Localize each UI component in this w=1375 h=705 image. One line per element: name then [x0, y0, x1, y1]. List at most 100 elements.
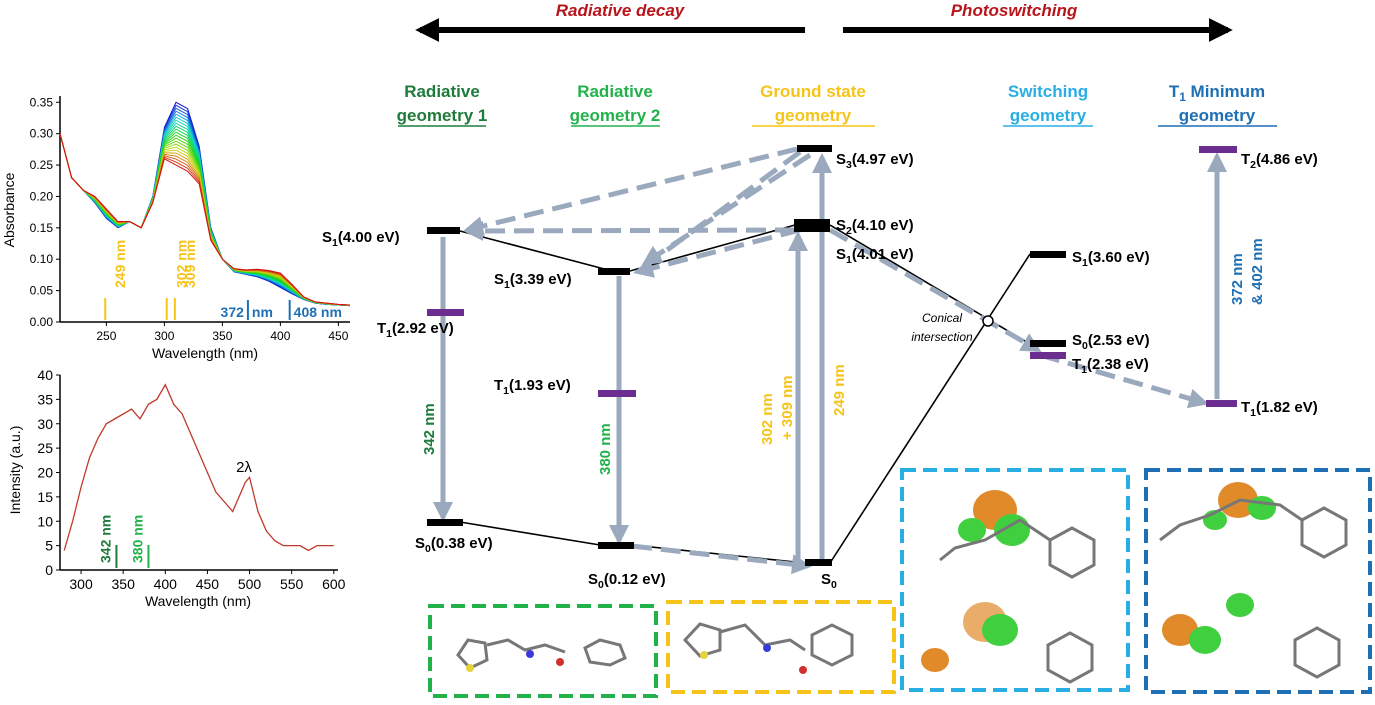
label-sw-s0: S0(2.53 eV) [1072, 332, 1150, 352]
level-rg1-t1 [427, 309, 464, 316]
chain-sw [939, 518, 1051, 562]
em-y-tick-label: 35 [37, 391, 53, 407]
em-x-tick-label: 350 [112, 576, 136, 592]
connector-s1-gs-sw [829, 224, 1031, 345]
connector-s0-rg2-gs [631, 544, 806, 564]
abs-x-tick-label: 450 [328, 329, 348, 343]
level-tm-t1 [1206, 400, 1237, 407]
level-rg1-s0 [427, 519, 463, 526]
em-y-tick-label: 5 [45, 538, 53, 554]
abs-series-line [59, 133, 351, 306]
orbital-tm-5 [1189, 626, 1221, 654]
panel-gs-molecule [666, 600, 896, 694]
panel-tm-molecule [1144, 468, 1372, 694]
phenyl-ring-sw-2 [1046, 631, 1094, 684]
label-sw-t1: T1(2.38 eV) [1072, 356, 1149, 376]
column-titles: Radiative geometry 1 Radiative geometry … [397, 82, 1277, 127]
phenyl-ring-2 [810, 623, 854, 667]
molecule-sketch-tm [1159, 482, 1348, 679]
abs-series-line [59, 131, 351, 306]
connector-s0-gs-sw [829, 253, 1031, 564]
thiophene-ring-1 [456, 638, 489, 670]
em-annotation-2lambda: 2λ [236, 459, 252, 476]
level-sw-s1 [1030, 251, 1066, 258]
abs-x-tick-label: 250 [96, 329, 116, 343]
abs-ylabel: Absorbance [1, 172, 17, 247]
em-marker-label: 380 nm [129, 515, 145, 563]
abs-series-line [59, 128, 351, 306]
orbital-tm-2 [1248, 496, 1276, 520]
label-302nm: 302 nm [759, 393, 776, 445]
molecule-panels [428, 468, 1372, 698]
abs-y-tick-label: 0.00 [30, 315, 54, 329]
level-rg2-t1 [598, 390, 636, 397]
em-y-tick-label: 30 [37, 416, 53, 432]
chain-1 [486, 638, 566, 654]
chain-tm [1159, 498, 1303, 542]
abs-marker-label: 302 nm [174, 240, 190, 288]
label-380nm: 380 nm [597, 423, 614, 475]
level-sw-s0 [1030, 340, 1066, 347]
label-rg2-s1: S1(3.39 eV) [494, 271, 572, 291]
abs-series-line [59, 133, 351, 306]
abs-marker-label: 408 nm [294, 304, 342, 320]
abs-series-line [59, 133, 351, 306]
col-rg1-line1: Radiative [404, 82, 480, 101]
panel-rg2-molecule [428, 604, 658, 698]
em-y-tick-label: 40 [37, 367, 53, 383]
col-tm-line1: T1 Minimum [1169, 82, 1265, 104]
label-372nm: 372 nm [1229, 253, 1246, 305]
relax-s2-to-rg1 [463, 220, 796, 241]
abs-marker-label: nm [252, 304, 273, 320]
header: Radiative decay Photoswitching [415, 1, 1233, 42]
atom-o-2 [799, 666, 807, 674]
atom-s-1 [466, 664, 474, 672]
conical-intersection-point [982, 315, 994, 327]
abs-y-tick-label: 0.20 [30, 189, 54, 203]
label-gs-s1: S1(4.01 eV) [836, 246, 914, 266]
col-rg1-line2: geometry 1 [397, 106, 488, 125]
energy-levels [427, 145, 1237, 566]
label-rg1-s1: S1(4.00 eV) [322, 229, 400, 249]
abs-y-tick-label: 0.10 [30, 252, 54, 266]
photoswitching-label: Photoswitching [951, 1, 1078, 20]
em-x-tick-label: 500 [238, 576, 262, 592]
level-labels: S1(4.00 eV) T1(2.92 eV) S0(0.38 eV) S1(3… [322, 151, 1318, 591]
em-markers: 342 nm 380 nm [97, 515, 150, 568]
panel-sw-molecule [900, 468, 1130, 692]
em-marker-label: 342 nm [97, 515, 113, 563]
col-sw-line1: Switching [1008, 82, 1088, 101]
em-curves [63, 383, 334, 552]
abs-marker-label: 309 nm [182, 240, 198, 288]
conical-label-1: Conical [922, 311, 962, 325]
abs-x-tick-label: 300 [154, 329, 174, 343]
abs-series-line [59, 133, 351, 306]
label-rg1-s0: S0(0.38 eV) [415, 535, 493, 555]
phenyl-ring-tm-1 [1300, 506, 1348, 559]
col-sw-line2: geometry [1010, 106, 1087, 125]
em-xlabel: Wavelength (nm) [145, 593, 251, 609]
orbital-sw-6 [921, 648, 949, 672]
abs-x-tick-label: 400 [270, 329, 290, 343]
abs-x-tick-label: 350 [212, 329, 232, 343]
level-tm-t2 [1199, 146, 1237, 153]
abs-marker-label: 249 nm [112, 240, 128, 288]
label-309nm: + 309 nm [779, 375, 796, 440]
chain-2 [719, 623, 806, 652]
phenyl-ring-1 [583, 638, 627, 667]
phenyl-ring-tm-2 [1293, 626, 1341, 679]
abs-series-line [59, 133, 351, 306]
col-gs-line2: geometry [775, 106, 852, 125]
abs-y-tick-label: 0.15 [30, 221, 54, 235]
em-ylabel: Intensity (a.u.) [7, 426, 23, 515]
orbital-sw-3 [958, 518, 986, 542]
col-rg2-line1: Radiative [577, 82, 653, 101]
level-sw-t1 [1030, 352, 1066, 359]
abs-y-tick-label: 0.05 [30, 284, 54, 298]
abs-y-tick-label: 0.35 [30, 95, 54, 109]
label-gs-s3: S3(4.97 eV) [836, 151, 914, 171]
abs-series-line [59, 125, 351, 306]
label-rg2-s0: S0(0.12 eV) [588, 571, 666, 591]
